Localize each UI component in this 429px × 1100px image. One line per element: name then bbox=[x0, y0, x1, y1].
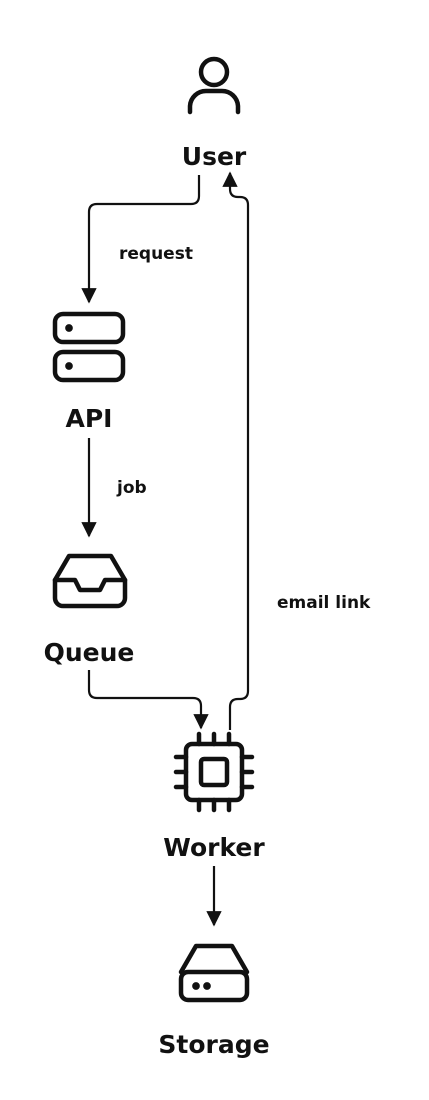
node-label-storage: Storage bbox=[158, 1030, 270, 1059]
edge-label-email-link: email link bbox=[277, 593, 371, 613]
edge-label-request: request bbox=[119, 244, 193, 264]
inbox-tray-icon bbox=[52, 553, 128, 609]
node-label-queue: Queue bbox=[43, 638, 135, 667]
node-label-api: API bbox=[65, 404, 113, 433]
edge-request bbox=[81, 175, 201, 304]
cpu-chip-icon bbox=[173, 731, 255, 813]
edge-label-job: job bbox=[117, 478, 147, 498]
server-icon bbox=[52, 311, 126, 383]
edge-email-link bbox=[222, 171, 250, 730]
node-label-worker: Worker bbox=[163, 833, 265, 862]
user-icon bbox=[187, 56, 241, 115]
edge-queue-to-worker bbox=[87, 670, 209, 730]
hard-drive-icon bbox=[178, 943, 250, 1003]
node-label-user: User bbox=[181, 142, 247, 171]
